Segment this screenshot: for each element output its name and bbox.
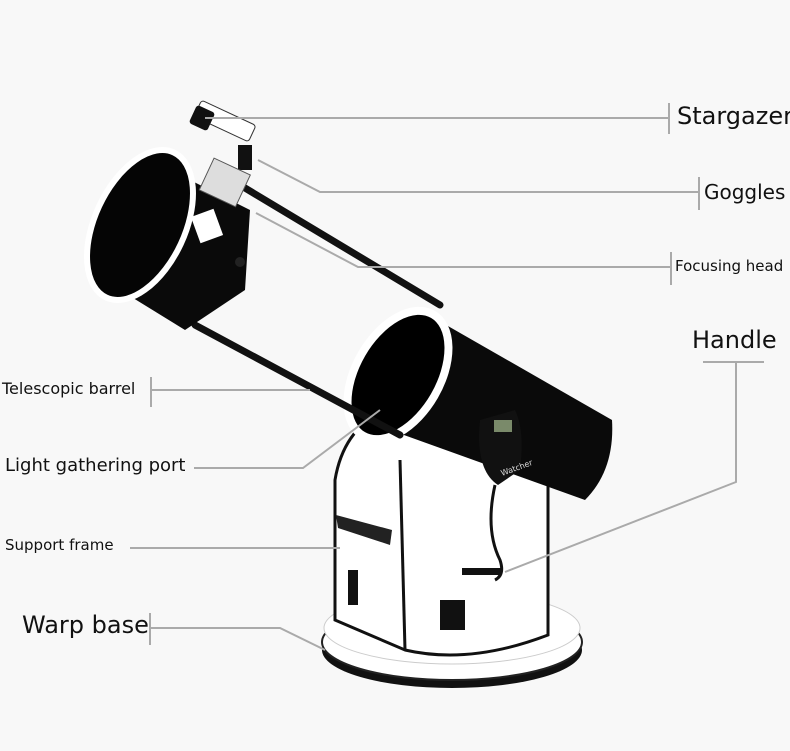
- label-light-gathering-port: Light gathering port: [5, 455, 186, 476]
- label-support-frame: Support frame: [5, 536, 114, 554]
- truss-rods: [191, 181, 444, 439]
- label-telescopic-barrel: Telescopic barrel: [2, 379, 136, 398]
- leader-handle: [504, 362, 737, 573]
- eyepiece-stargazer: [189, 100, 256, 208]
- leader-light-gathering-port: [194, 409, 381, 469]
- label-goggles: Goggles: [704, 180, 786, 204]
- leader-lines: [130, 103, 764, 651]
- label-warp-base: Warp base: [22, 611, 149, 639]
- leader-warp-base: [150, 627, 326, 651]
- label-stargazer: Stargazer: [677, 102, 790, 130]
- hand-controller: Watcher: [462, 410, 534, 582]
- label-handle: Handle: [692, 326, 777, 354]
- upper-cage: [84, 147, 250, 330]
- telescope-tube: [343, 306, 613, 500]
- label-focusing-head: Focusing head: [675, 257, 784, 275]
- leader-focusing-head: [255, 212, 671, 268]
- leader-goggles: [257, 159, 699, 193]
